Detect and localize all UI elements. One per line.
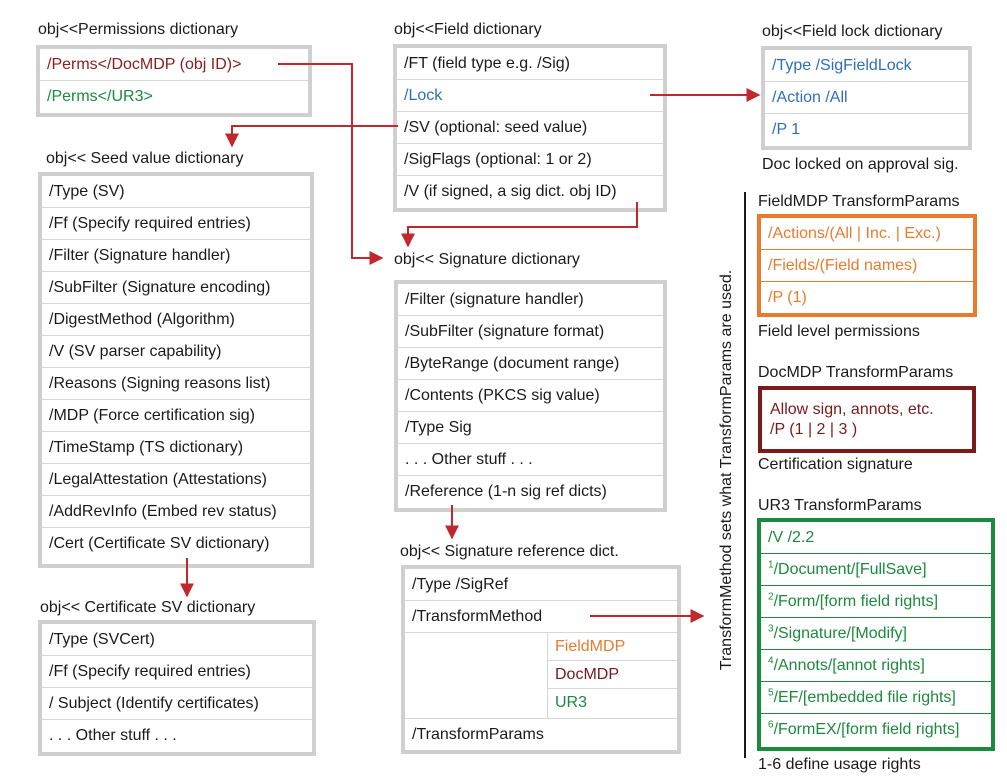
field-ft-row: /FT (field type e.g. /Sig) bbox=[397, 48, 663, 80]
sig-ref-dictionary-title: obj<< Signature reference dict. bbox=[400, 543, 619, 560]
field-lock-dictionary-box: /Type /SigFieldLock /Action /All /P 1 bbox=[761, 46, 972, 150]
ur3-row: 3/Signature/[Modify] bbox=[761, 618, 991, 650]
vertical-separator-line bbox=[744, 192, 746, 758]
seed-value-row: /Reasons (Signing reasons list) bbox=[42, 368, 310, 400]
seed-value-row: /AddRevInfo (Embed rev status) bbox=[42, 496, 310, 528]
field-dictionary-title: obj<<Field dictionary bbox=[394, 21, 542, 38]
ur3-title: UR3 TransformParams bbox=[758, 497, 922, 514]
cert-sv-dictionary-title: obj<< Certificate SV dictionary bbox=[40, 599, 256, 616]
field-lock-action-row: /Action /All bbox=[765, 82, 968, 114]
method-fieldmdp: FieldMDP bbox=[548, 633, 677, 661]
seed-value-dictionary-title: obj<< Seed value dictionary bbox=[46, 150, 244, 167]
seed-value-dictionary-box: /Type (SV) /Ff (Specify required entries… bbox=[38, 172, 314, 568]
cert-sv-row: . . . Other stuff . . . bbox=[49, 727, 177, 744]
signature-row: /Reference (1-n sig ref dicts) bbox=[405, 483, 607, 500]
field-lock-caption: Doc locked on approval sig. bbox=[762, 156, 959, 173]
field-lock-p-row: /P 1 bbox=[772, 121, 801, 138]
arrow-sv-to-seed-value bbox=[225, 125, 398, 148]
method-ur3: UR3 bbox=[555, 694, 588, 711]
ur3-row: /V /2.2 bbox=[761, 522, 991, 554]
ur3-box: /V /2.2 1/Document/[FullSave] 2/Form/[fo… bbox=[757, 518, 995, 751]
transform-method-options: FieldMDP DocMDP UR3 bbox=[405, 633, 677, 719]
signature-row: /Contents (PKCS sig value) bbox=[398, 380, 663, 412]
signature-dictionary-box: /Filter (signature handler) /SubFilter (… bbox=[394, 280, 667, 512]
cert-sv-row: /Type (SVCert) bbox=[42, 624, 312, 656]
seed-value-row: /Type (SV) bbox=[42, 176, 310, 208]
field-v-row: /V (if signed, a sig dict. obj ID) bbox=[404, 183, 617, 200]
seed-value-row: /TimeStamp (TS dictionary) bbox=[42, 432, 310, 464]
permissions-dictionary-title: obj<<Permissions dictionary bbox=[38, 21, 239, 38]
cert-sv-row: / Subject (Identify certificates) bbox=[42, 688, 312, 720]
seed-value-row: /DigestMethod (Algorithm) bbox=[42, 304, 310, 336]
seed-value-row: /LegalAttestation (Attestations) bbox=[42, 464, 310, 496]
seed-value-row: /V (SV parser capability) bbox=[42, 336, 310, 368]
fieldmdp-caption: Field level permissions bbox=[758, 323, 920, 340]
field-lock-row: /Lock bbox=[397, 80, 663, 112]
ur3-row: 5/EF/[embedded file rights] bbox=[761, 682, 991, 714]
signature-row: /Type Sig bbox=[398, 412, 663, 444]
field-lock-type-row: /Type /SigFieldLock bbox=[765, 50, 968, 82]
ur3-row: 2/Form/[form field rights] bbox=[761, 586, 991, 618]
ur3-row: 6/FormEX/[form field rights] bbox=[768, 719, 960, 738]
seed-value-row: /SubFilter (Signature encoding) bbox=[42, 272, 310, 304]
transform-method-vertical-label: TransformMethod sets what TransformParam… bbox=[718, 269, 735, 671]
docmdp-box: Allow sign, annots, etc. /P (1 | 2 | 3 ) bbox=[758, 386, 976, 453]
ur3-row: 4/Annots/[annot rights] bbox=[761, 650, 991, 682]
seed-value-row: /Ff (Specify required entries) bbox=[42, 208, 310, 240]
fieldmdp-fields-row: /Fields/(Field names) bbox=[761, 250, 973, 282]
ur3-caption: 1-6 define usage rights bbox=[758, 756, 921, 773]
cert-sv-dictionary-box: /Type (SVCert) /Ff (Specify required ent… bbox=[38, 620, 316, 756]
fieldmdp-box: /Actions/(All | Inc. | Exc.) /Fields/(Fi… bbox=[757, 214, 977, 317]
signature-row: . . . Other stuff . . . bbox=[398, 444, 663, 476]
cert-sv-row: /Ff (Specify required entries) bbox=[42, 656, 312, 688]
perms-ur3-row: /Perms</UR3> bbox=[47, 88, 153, 105]
seed-value-row: /Filter (Signature handler) bbox=[42, 240, 310, 272]
perms-docmdp-row: /Perms</DocMDP (obj ID)> bbox=[40, 49, 308, 81]
fieldmdp-actions-row: /Actions/(All | Inc. | Exc.) bbox=[761, 218, 973, 250]
permissions-dictionary-box: /Perms</DocMDP (obj ID)> /Perms</UR3> bbox=[36, 45, 312, 117]
docmdp-line: Allow sign, annots, etc. bbox=[770, 401, 934, 418]
fieldmdp-title: FieldMDP TransformParams bbox=[758, 193, 960, 210]
method-docmdp: DocMDP bbox=[548, 661, 677, 689]
sig-ref-type-row: /Type /SigRef bbox=[405, 569, 677, 601]
field-sv-row: /SV (optional: seed value) bbox=[397, 112, 663, 144]
fieldmdp-p-row: /P (1) bbox=[768, 289, 807, 306]
ur3-row: 1/Document/[FullSave] bbox=[761, 554, 991, 586]
field-dictionary-box: /FT (field type e.g. /Sig) /Lock /SV (op… bbox=[393, 44, 667, 212]
sig-ref-transform-params-row: /TransformParams bbox=[412, 726, 544, 743]
signature-dictionary-title: obj<< Signature dictionary bbox=[394, 251, 580, 268]
field-sigflags-row: /SigFlags (optional: 1 or 2) bbox=[397, 144, 663, 176]
seed-value-row: /MDP (Force certification sig) bbox=[42, 400, 310, 432]
signature-row: /ByteRange (document range) bbox=[398, 348, 663, 380]
sig-ref-dictionary-box: /Type /SigRef /TransformMethod FieldMDP … bbox=[401, 565, 681, 754]
docmdp-line: /P (1 | 2 | 3 ) bbox=[770, 421, 858, 438]
field-lock-dictionary-title: obj<<Field lock dictionary bbox=[762, 23, 943, 40]
seed-value-row: /Cert (Certificate SV dictionary) bbox=[49, 535, 270, 552]
docmdp-title: DocMDP TransformParams bbox=[758, 364, 954, 381]
sig-ref-transform-method-row: /TransformMethod bbox=[405, 601, 677, 633]
signature-row: /Filter (signature handler) bbox=[398, 284, 663, 316]
docmdp-caption: Certification signature bbox=[758, 456, 913, 473]
signature-row: /SubFilter (signature format) bbox=[398, 316, 663, 348]
